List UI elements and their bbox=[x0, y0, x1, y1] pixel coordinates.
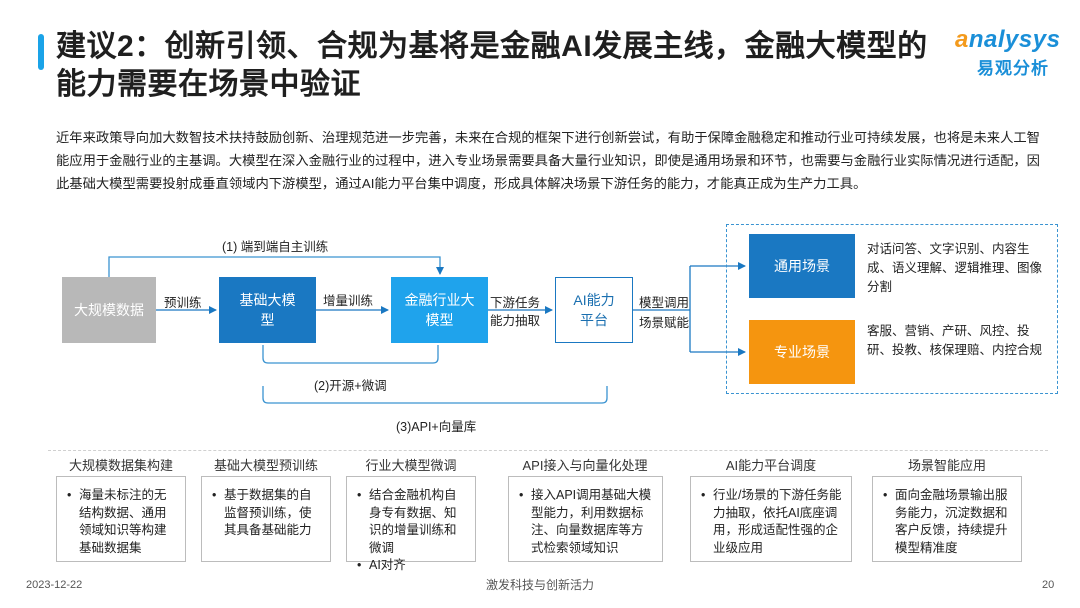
stage-card-3-bullet-1: •结合金融机构自身专有数据、知识的增量训练和微调 bbox=[357, 487, 467, 557]
scenario-pro-label: 专业场景 bbox=[774, 344, 830, 360]
stage-card-3-text-1: 结合金融机构自身专有数据、知识的增量训练和微调 bbox=[369, 488, 457, 555]
stage-title-1: 大规模数据集构建 bbox=[68, 458, 173, 473]
node-fin-model-label: 金融行业大模型 bbox=[404, 292, 475, 328]
scenario-pro: 专业场景 bbox=[749, 320, 855, 384]
scenario-general: 通用场景 bbox=[749, 234, 855, 298]
stage-card-3-text-2: AI对齐 bbox=[369, 558, 406, 572]
node-big-data-label: 大规模数据 bbox=[74, 302, 144, 318]
title-accent-bar bbox=[38, 34, 44, 70]
node-ai-platform: AI能力平台 bbox=[555, 277, 633, 343]
stage-card-5-bullet: •行业/场景的下游任务能力抽取，依托AI底座调用，形成适配性强的企业级应用 bbox=[701, 487, 843, 557]
analysys-logo: analysys 易观分析 bbox=[955, 26, 1065, 78]
incremental-label: 增量训练 bbox=[323, 294, 374, 308]
page-number: 20 bbox=[1042, 579, 1055, 591]
node-base-model-label: 基础大模型 bbox=[239, 292, 296, 328]
stage-card-2-text: 基于数据集的自监督预训练，使其具备基础能力 bbox=[224, 488, 312, 537]
stage-card-2: •基于数据集的自监督预训练，使其具备基础能力 bbox=[201, 476, 331, 562]
downstream-label-1: 下游任务 bbox=[490, 296, 541, 310]
stage-card-5-text: 行业/场景的下游任务能力抽取，依托AI底座调用，形成适配性强的企业级应用 bbox=[713, 488, 842, 555]
stage-card-6: •面向金融场景输出服务能力，沉淀数据和客户反馈，持续提升模型精准度 bbox=[872, 476, 1022, 562]
stage-title-2: 基础大模型预训练 bbox=[213, 458, 318, 473]
stage-card-1-text: 海量未标注的无结构数据、通用领域知识等构建基础数据集 bbox=[79, 488, 167, 555]
invoke-label-1: 模型调用 bbox=[639, 296, 690, 310]
stage-title-4: API接入与向量化处理 bbox=[522, 458, 648, 473]
footer-slogan: 激发科技与创新活力 bbox=[485, 578, 594, 592]
stage-card-1: •海量未标注的无结构数据、通用领域知识等构建基础数据集 bbox=[56, 476, 186, 562]
page-title: 建议2：创新引领、合规为基将是金融AI发展主线，金融大模型的能力需要在场景中验证 bbox=[56, 30, 928, 101]
node-big-data: 大规模数据 bbox=[62, 277, 156, 343]
pretrain-label: 预训练 bbox=[164, 296, 202, 310]
stage-title-6: 场景智能应用 bbox=[907, 458, 986, 473]
footer-date: 2023-12-22 bbox=[26, 579, 83, 591]
intro-paragraph: 近年来政策导向加大数智技术扶持鼓励创新、治理规范进一步完善，未来在合规的框架下进… bbox=[56, 130, 1040, 191]
bracket-api bbox=[262, 386, 608, 404]
stage-card-6-text: 面向金融场景输出服务能力，沉淀数据和客户反馈，持续提升模型精准度 bbox=[895, 488, 1008, 555]
scenario-general-label: 通用场景 bbox=[774, 258, 830, 274]
loop1-arrow bbox=[108, 256, 444, 278]
scenario-pro-desc: 客服、营销、产研、风控、投研、投教、核保理赔、内控合规 bbox=[867, 324, 1043, 357]
logo-wordmark-rest: nalysys bbox=[968, 26, 1061, 53]
stage-card-1-bullet: •海量未标注的无结构数据、通用领域知识等构建基础数据集 bbox=[67, 487, 177, 557]
bracket-open-source bbox=[262, 345, 439, 364]
stage-card-4-bullet: •接入API调用基础大模型能力，利用数据标注、向量数据库等方式检索领域知识 bbox=[519, 487, 654, 557]
stage-divider bbox=[48, 450, 1048, 452]
stage-card-2-bullet: •基于数据集的自监督预训练，使其具备基础能力 bbox=[212, 487, 322, 540]
stage-card-6-bullet: •面向金融场景输出服务能力，沉淀数据和客户反馈，持续提升模型精准度 bbox=[883, 487, 1013, 557]
stage-card-4-text: 接入API调用基础大模型能力，利用数据标注、向量数据库等方式检索领域知识 bbox=[531, 488, 652, 555]
scenario-panel bbox=[726, 224, 1058, 394]
node-base-model: 基础大模型 bbox=[219, 277, 316, 343]
loop2-label: (2)开源+微调 bbox=[314, 379, 387, 393]
logo-wordmark: analysys bbox=[955, 26, 1060, 54]
logo-wordmark-o: a bbox=[955, 26, 969, 53]
logo-cn: 易观分析 bbox=[977, 59, 1049, 78]
stage-card-4: •接入API调用基础大模型能力，利用数据标注、向量数据库等方式检索领域知识 bbox=[508, 476, 663, 562]
stage-card-3: •结合金融机构自身专有数据、知识的增量训练和微调 •AI对齐 bbox=[346, 476, 476, 572]
stage-title-5: AI能力平台调度 bbox=[725, 458, 817, 473]
loop3-label: (3)API+向量库 bbox=[396, 420, 477, 434]
loop1-label: (1) 端到端自主训练 bbox=[222, 240, 329, 254]
stage-title-3: 行业大模型微调 bbox=[365, 458, 457, 473]
stage-card-5: •行业/场景的下游任务能力抽取，依托AI底座调用，形成适配性强的企业级应用 bbox=[690, 476, 852, 562]
scenario-general-desc: 对话问答、文字识别、内容生成、语义理解、逻辑推理、图像分割 bbox=[867, 242, 1043, 294]
stage-card-3-bullet-2: •AI对齐 bbox=[357, 557, 467, 575]
invoke-label-2: 场景赋能 bbox=[639, 316, 690, 330]
node-fin-model: 金融行业大模型 bbox=[391, 277, 488, 343]
downstream-label-2: 能力抽取 bbox=[490, 314, 541, 328]
node-ai-platform-label: AI能力平台 bbox=[573, 292, 615, 328]
